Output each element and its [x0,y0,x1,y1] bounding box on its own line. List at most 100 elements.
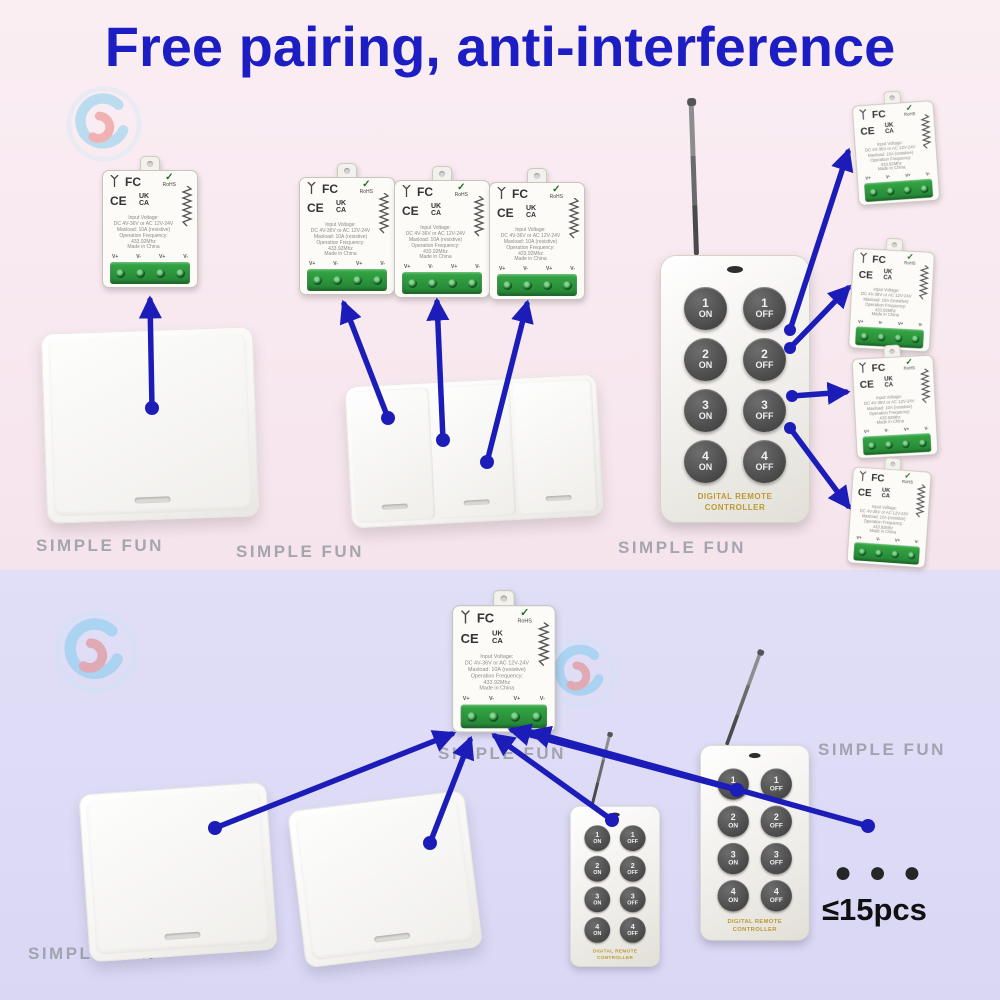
terminal-label: V+ [546,266,553,272]
spec-text: Input Voltage: DC 4V-36V or AC 12V-24V M… [856,287,916,320]
rocker-indent [373,932,411,943]
remote-label: DIGITAL REMOTE CONTROLLER [570,948,660,961]
remote-button-1-on: 1 ON [717,768,749,800]
remote-button-4-off: 4 OFF [743,440,786,483]
terminal-screw [910,334,920,343]
led-indicator [748,753,761,759]
terminal-screw [877,332,886,342]
button-number: 1 [702,295,709,310]
module-body: FC ✓ RoHS CE UK CA Input Voltage: DC 4V-… [394,180,490,298]
terminal-screw [447,278,457,288]
receiver-module: FC ✓ RoHS CE UK CA Input Voltage: DC 4V-… [299,163,395,295]
wall-switch-top-left [40,326,260,524]
button-number: 1 [595,830,600,839]
terminal-label: V- [428,264,433,270]
rohs-mark: ✓ RoHS [550,185,563,200]
rohs-mark: ✓ RoHS [163,173,176,188]
spec-line: Maxload: 10A (resistive) [408,236,463,243]
terminal-labels: V+ V- V+ V- [309,261,385,267]
rocker-row [349,378,599,524]
remote-button-2-off: 2 OFF [743,338,786,381]
spec-text: Input Voltage: DC 4V-36V or AC 12V-24V M… [860,140,921,174]
remote-label-line1: DIGITAL REMOTE [592,948,638,954]
remote-controller: 1 ON 1 OFF 2 ON 2 OFF 3 ON [700,653,810,941]
spec-line: Input Voltage: [480,653,514,661]
spec-line: Made in China [127,244,160,251]
terminal-label: V- [380,261,385,267]
terminal-label: V+ [857,319,864,326]
terminal-screw [312,275,322,285]
terminal-screw [509,711,520,722]
spec-line: Input Voltage: [325,222,356,228]
button-action: ON [593,869,602,876]
receiver-module-slot-4: FC ✓ RoHS CE UK CA Input Voltage: DC 4V-… [489,168,585,300]
spec-line: Maxload: 10A (resistive) [116,226,171,233]
terminal-label: V+ [513,695,521,703]
remote-button-2-on: 2 ON [684,338,727,381]
simple-fun-logo [54,610,138,694]
ukca-uk: UK [526,205,537,212]
terminal-labels: V+ V- V+ V- [112,254,188,260]
terminal-label: V- [878,320,883,327]
button-grid: 1 ON 1 OFF 2 ON 2 OFF 3 ON [580,825,651,943]
terminal-block [402,272,482,294]
spec-text: Input Voltage: DC 4V-36V or AC 12V-24V M… [496,227,565,263]
receiver-module: FC ✓ RoHS CE UK CA Input Voltage: DC 4V-… [848,236,935,353]
spring-antenna-icon [920,114,932,149]
ukca-uk: UK [491,629,503,638]
terminal-screw [894,333,903,342]
fcc-mark: FC [322,182,338,196]
button-grid: 1 ON 1 OFF 2 ON 2 OFF 3 ON [712,768,798,912]
terminal-block [460,704,548,729]
terminal-labels: V+ V- V+ V- [463,696,545,702]
remote-label-line1: DIGITAL REMOTE [727,918,783,925]
terminal-label: V- [885,174,891,181]
spec-text: Input Voltage: DC 4V-36V or AC 12V-24V M… [860,395,920,428]
spec-text: Input Voltage: DC 4V-36V or AC 12V-24V M… [306,222,375,258]
spec-line: DC 4V-36V or AC 12V-24V [405,230,466,237]
receiver-module-slot-2: FC ✓ RoHS CE UK CA Input Voltage: DC 4V-… [299,163,395,295]
spec-line: DC 4V-36V or AC 12V-24V [113,220,174,227]
rocker-indent [134,496,171,504]
button-action: OFF [627,899,639,906]
terminal-label: V+ [903,427,910,433]
watermark-brand: SIMPLE FUN [818,740,946,759]
remote-button-4-on: 4 ON [717,880,749,912]
receiver-module: FC ✓ RoHS CE UK CA Input Voltage: DC 4V-… [102,156,198,288]
terminal-screw [531,711,542,722]
terminal-label: V+ [865,176,871,182]
terminal-labels: V+ V- V+ V- [404,264,480,270]
remote-button-4-off: 4 OFF [619,917,646,943]
terminal-label: V- [925,171,931,178]
button-action: OFF [769,784,783,792]
ce-mark: CE [859,378,875,391]
antenna-icon [858,362,866,373]
button-action: ON [698,411,713,422]
remote-button-1-on: 1 ON [684,287,727,330]
switch-rocker-right [512,378,599,515]
fcc-mark: FC [476,610,495,626]
rocker-indent [164,931,201,941]
fcc-mark: FC [417,185,433,199]
button-action: OFF [769,858,783,867]
terminal-label: V+ [356,261,363,267]
receiver-module-slot-6: FC ✓ RoHS CE UK CA Input Voltage: DC 4V-… [848,236,935,353]
rohs-mark: ✓ RoHS [360,180,373,195]
button-action: ON [593,899,602,906]
spec-line: Input Voltage: [128,215,159,221]
terminal-screw [522,280,532,290]
rohs-text: RoHS [903,365,916,372]
button-action: ON [728,896,739,904]
terminal-screw [175,268,185,278]
terminal-screw [919,184,929,193]
terminal-screw [407,278,417,288]
terminal-screw [352,275,362,285]
terminal-screw [135,268,145,278]
ukca-mark: UK CA [526,205,536,220]
rohs-text: RoHS [901,479,914,486]
ukca-ca: CA [884,382,894,389]
terminal-block [307,269,387,291]
terminal-block [497,274,577,296]
terminal-screw [874,548,883,557]
ce-mark: CE [857,486,873,499]
